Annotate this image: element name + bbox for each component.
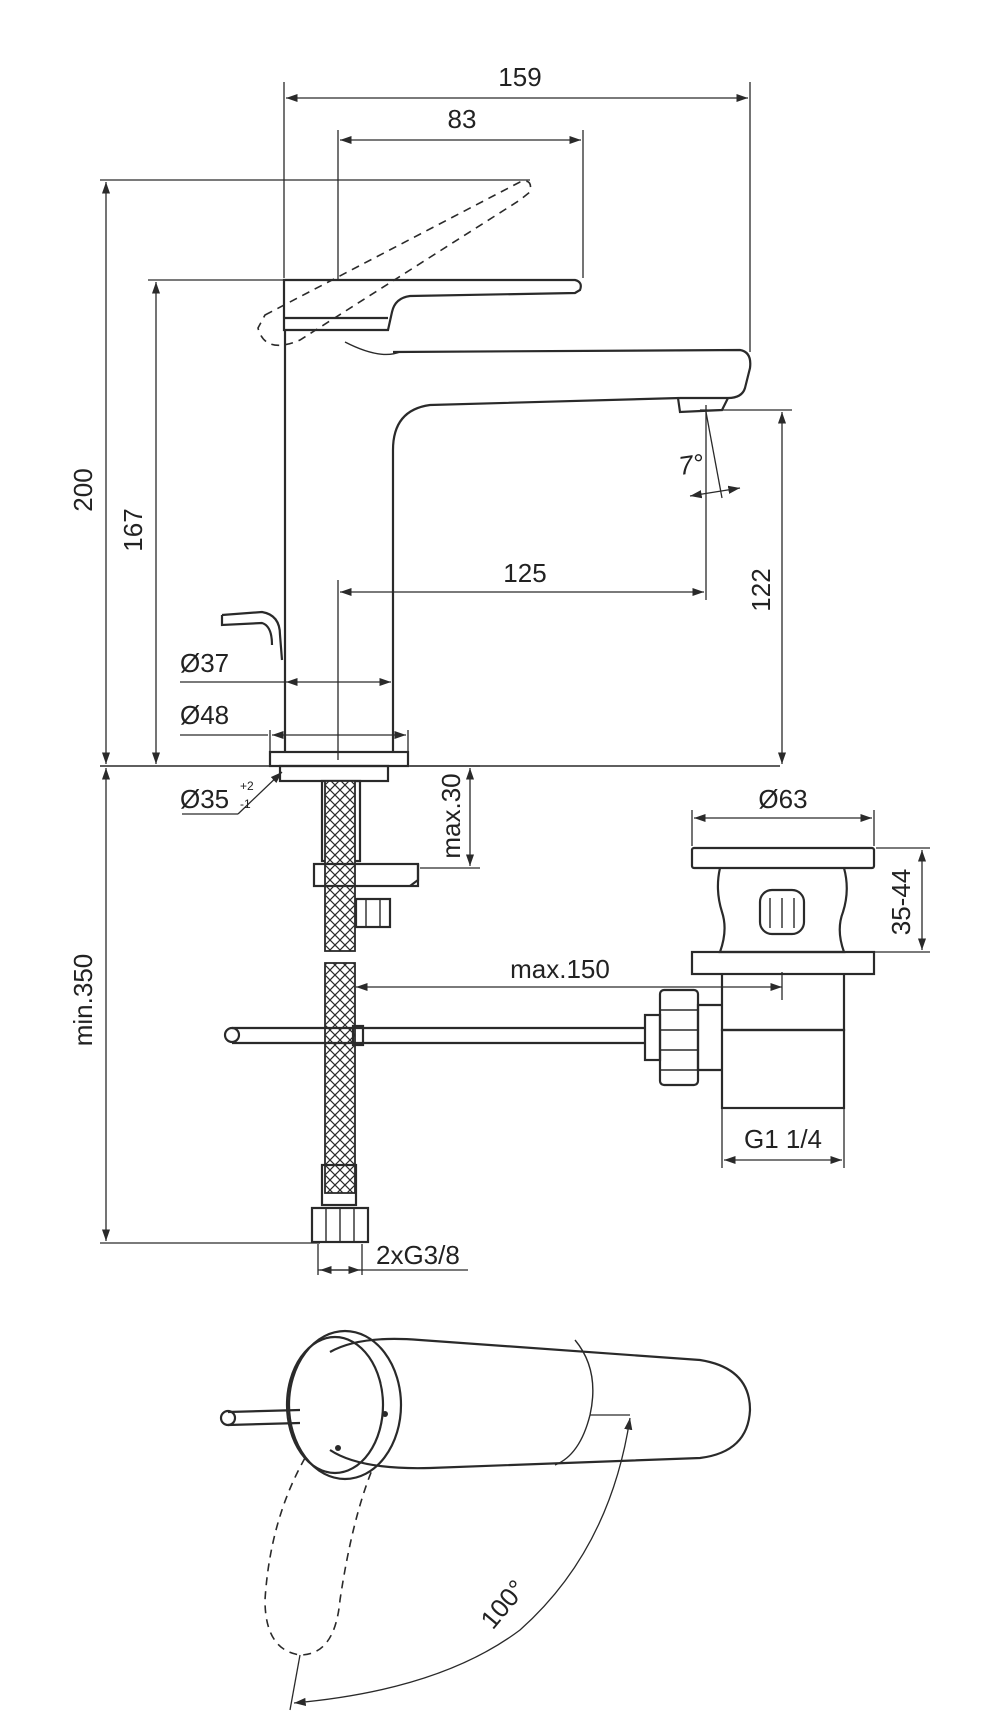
label-waste-distance: max.150: [510, 954, 610, 984]
label-overall-width: 159: [498, 62, 541, 92]
label-spout-angle: 7°: [677, 448, 706, 481]
spout-rotated-position: [264, 1457, 373, 1656]
label-spout-height: 122: [746, 568, 776, 611]
label-waste-flange: Ø63: [758, 784, 807, 814]
label-hole-diameter: Ø35: [180, 784, 229, 814]
faucet-base: [268, 750, 410, 768]
popup-rod: [221, 610, 284, 661]
label-swing-angle: 100°: [474, 1574, 532, 1634]
waste-valve: [223, 846, 876, 1110]
dimension-lines: [100, 82, 930, 1275]
dimension-labels: 159 83 200 167 125 122 7° Ø37 Ø48 Ø35 +2…: [68, 62, 916, 1634]
swing-arc: [293, 1417, 633, 1707]
faucet-top-view: [219, 1329, 752, 1711]
label-total-height: 200: [68, 468, 98, 511]
faucet-body: [283, 330, 681, 752]
label-max-deck: max.30: [436, 773, 466, 858]
label-supply-thread: 2xG3/8: [376, 1240, 460, 1270]
aerator: [676, 397, 729, 414]
label-waste-range: 35-44: [886, 869, 916, 936]
spout: [392, 348, 752, 400]
lever-raised-position: [257, 180, 532, 347]
label-waste-thread: G1 1/4: [744, 1124, 822, 1154]
lever: [282, 278, 582, 332]
label-body-height: 167: [118, 508, 148, 551]
label-hole-tol-plus: +2: [240, 779, 254, 793]
label-hole-tol-minus: -1: [240, 797, 251, 811]
faucet-front-view: [100, 180, 780, 783]
label-spout-reach: 125: [503, 558, 546, 588]
spout-top: [329, 1337, 752, 1470]
label-body-diameter: Ø37: [180, 648, 229, 678]
label-lever-length: 83: [448, 104, 477, 134]
label-min-hose: min.350: [68, 954, 98, 1047]
supply-hoses: [310, 779, 420, 1244]
label-base-diameter: Ø48: [180, 700, 229, 730]
